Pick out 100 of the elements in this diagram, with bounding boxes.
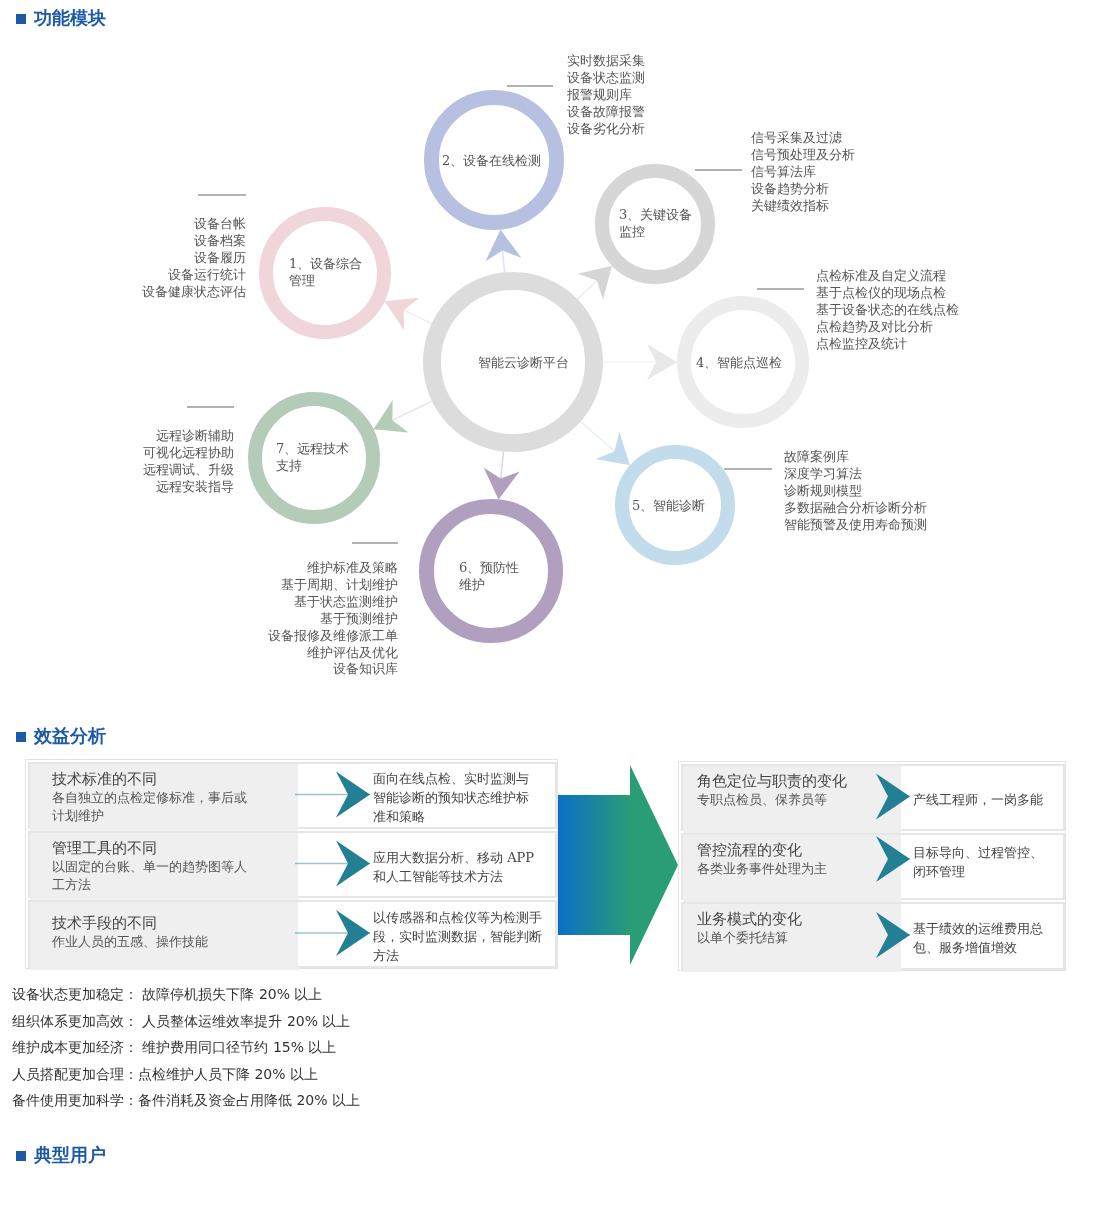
module-ring: [419, 499, 563, 643]
chevron-arrow: [383, 297, 433, 331]
chevron-arrow: [876, 836, 911, 882]
benefit-note: 设备状态更加稳定： 故障停机损失下降 20% 以上: [12, 986, 323, 1004]
feature-item: 报警规则库: [567, 86, 633, 104]
module-ring: [424, 90, 564, 230]
cell-heading: 角色定位与职责的变化: [697, 772, 848, 791]
section-heading: 效益分析: [34, 724, 106, 748]
feature-item: 设备健康状态评估: [141, 283, 246, 301]
cell-description: 作业人员的五感、操作技能: [52, 933, 209, 951]
benefit-note: 维护成本更加经济： 维护费用同口径节约 15% 以上: [12, 1039, 337, 1057]
block-arrow: [558, 765, 678, 965]
section-heading: 功能模块: [34, 6, 106, 30]
feature-item: 多数据融合分析诊断分析: [784, 499, 928, 517]
module-ring: [248, 392, 380, 524]
feature-item: 维护评估及优化: [306, 644, 398, 662]
description-text: 面向在线点检、实时监测与智能诊断的预知状态维护标准和策略: [373, 766, 533, 829]
chevron-arrow: [876, 912, 911, 958]
feature-item: 远程安装指导: [155, 478, 234, 496]
cell-heading: 业务模式的变化: [697, 910, 803, 929]
comparison-row: [681, 764, 1065, 831]
cell-description: 以单个委托结算: [697, 929, 789, 947]
feature-item: 设备报修及维修派工单: [267, 627, 398, 645]
cell-heading: 技术标准的不同: [52, 770, 158, 789]
feature-item: 设备劣化分析: [567, 120, 646, 138]
comparison-row: [28, 762, 557, 829]
feature-item: 基于点检仪的现场点检: [816, 284, 947, 302]
module-label: 2、设备在线检测: [442, 152, 543, 169]
chevron-arrow: [579, 420, 631, 467]
module-label: 4、智能点巡检: [696, 354, 784, 371]
module-ring: [595, 164, 715, 284]
feature-item: 设备档案: [193, 232, 246, 250]
comparison-row: [681, 902, 1065, 970]
comparison-panel: [678, 761, 1066, 971]
cell-heading: 管理工具的不同: [52, 839, 158, 858]
description-text: 目标导向、过程管控、闭环管理: [913, 837, 1049, 887]
feature-item: 关键绩效指标: [751, 197, 830, 215]
feature-item: 远程诊断辅助: [155, 428, 234, 445]
description-text: 应用大数据分析、移动 APP 和人工智能等技术方法: [373, 835, 545, 898]
module-ring: [259, 207, 391, 339]
chevron-arrow: [294, 910, 371, 956]
cell-description: 专职点检员、保养员等: [697, 791, 828, 809]
benefit-note: 备件使用更加科学：备件消耗及资金占用降低 20% 以上: [12, 1092, 361, 1110]
feature-item: 基于周期、计划维护: [280, 576, 398, 594]
feature-item: 智能预警及使用寿命预测: [784, 516, 928, 534]
cell-description: 以固定的台账、单一的趋势图等人工方法: [52, 858, 248, 894]
cell-description: 各类业务事件处理为主: [697, 860, 828, 878]
module-ring: [615, 445, 735, 565]
platform-label: 智能云诊断平台: [476, 354, 570, 371]
chevron-arrow: [485, 228, 522, 274]
feature-item: 设备故障报警: [567, 103, 646, 121]
feature-item: 基于预测维护: [319, 610, 398, 628]
feature-item: 点检监控及统计: [816, 335, 908, 353]
feature-item: 设备趋势分析: [751, 180, 830, 198]
feature-item: 信号算法库: [751, 163, 817, 181]
chevron-arrow: [483, 450, 520, 501]
description-text: 基于绩效的运维费用总包、服务增值增效: [913, 906, 1049, 970]
category-cell: [30, 764, 298, 831]
category-cell: [683, 835, 901, 902]
feature-item: 基于设备状态的在线点检: [816, 301, 960, 319]
benefit-note: 组织体系更加高效： 人员整体运维效率提升 20% 以上: [12, 1013, 351, 1031]
cell-heading: 技术手段的不同: [52, 914, 158, 933]
cell-heading: 管控流程的变化: [697, 841, 803, 860]
feature-item: 设备运行统计: [167, 266, 246, 284]
description-text: 产线工程师，一岗多能: [913, 768, 1049, 831]
feature-item: 点检标准及自定义流程: [816, 268, 947, 285]
feature-item: 信号采集及过滤: [751, 130, 843, 147]
comparison-panel: [25, 759, 558, 969]
benefit-note: 人员搭配更加合理：点检维护人员下降 20% 以上: [12, 1066, 319, 1084]
feature-item: 点检趋势及对比分析: [816, 318, 934, 336]
cell-description: 各自独立的点检定修标准，事后或计划维护: [52, 789, 248, 825]
module-label: 1、设备综合管理: [289, 255, 364, 289]
comparison-row: [28, 900, 557, 968]
comparison-row: [28, 831, 557, 898]
feature-item: 设备知识库: [332, 661, 398, 679]
feature-item: 基于状态监测维护: [293, 593, 398, 611]
section-heading: 典型用户: [34, 1143, 106, 1167]
feature-item: 设备台帐: [193, 216, 246, 233]
feature-item: 设备状态监测: [567, 69, 646, 87]
module-label: 7、远程技术支持: [276, 440, 351, 474]
feature-item: 维护标准及策略: [306, 560, 398, 577]
chevron-arrow: [876, 773, 911, 820]
chevron-arrow: [294, 840, 371, 887]
category-cell: [30, 902, 298, 970]
chevron-arrow: [576, 265, 613, 301]
module-label: 3、关键设备监控: [619, 206, 694, 240]
chevron-arrow: [372, 400, 433, 433]
feature-item: 设备履历: [193, 249, 246, 267]
center-ring: [423, 272, 603, 452]
category-cell: [683, 904, 901, 972]
category-cell: [30, 833, 298, 900]
feature-item: 信号预处理及分析: [751, 146, 856, 164]
feature-item: 实时数据采集: [567, 53, 646, 70]
category-cell: [683, 766, 901, 833]
chevron-arrow: [294, 771, 371, 818]
description-text: 以传感器和点检仪等为检测手段，实时监测数据，智能判断方法: [373, 904, 549, 968]
feature-item: 远程调试、升级: [142, 461, 234, 479]
comparison-row: [681, 833, 1065, 900]
feature-item: 故障案例库: [784, 449, 850, 466]
module-label: 5、智能诊断: [632, 497, 707, 514]
